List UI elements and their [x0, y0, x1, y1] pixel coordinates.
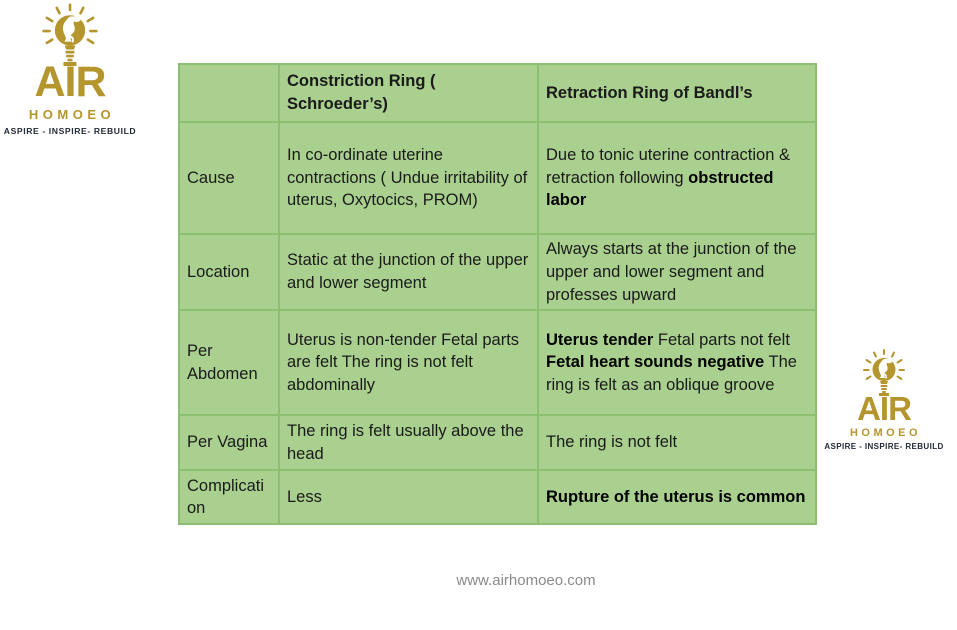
constriction-cell: Static at the junction of the upper and … [278, 232, 539, 312]
retraction-cell: The ring is not felt [537, 414, 817, 472]
logo-tagline-text: ASPIRE - INSPIRE- REBUILD [824, 442, 944, 452]
logo-air-homoeo-left: AIR HOMOEO ASPIRE - INSPIRE- REBUILD [4, 2, 136, 136]
retraction-cell: Rupture of the uterus is common [537, 469, 817, 526]
logo-name-text: HOMOEO [849, 427, 922, 440]
logo-brand-text: AIR [34, 58, 106, 106]
row-label-cell: Per Abdomen [178, 309, 280, 417]
comparison-table: Constriction Ring ( Schroeder’s) Retract… [178, 63, 817, 526]
header-constriction-cell: Constriction Ring ( Schroeder’s) [278, 63, 539, 123]
logo-air-homoeo-right: AIR HOMOEO ASPIRE - INSPIRE- REBUILD [824, 348, 943, 451]
constriction-cell: In co-ordinate uterine contractions ( Un… [278, 121, 539, 235]
constriction-cell: Less [278, 469, 539, 526]
i-macron-bar [879, 393, 889, 396]
lightbulb-icon [863, 349, 905, 393]
retraction-cell: Uterus tender Fetal parts not felt Fetal… [537, 309, 817, 417]
logo-name-text: HOMOEO [28, 106, 116, 122]
retraction-cell: Always starts at the junction of the upp… [537, 232, 817, 312]
retraction-cell: Due to tonic uterine contraction & retra… [537, 121, 817, 235]
logo-brand-text: AIR [857, 390, 912, 427]
lightbulb-icon [42, 3, 98, 62]
constriction-cell: The ring is felt usually above the head [278, 414, 539, 472]
row-label-cell: Location [178, 232, 280, 312]
logo-tagline-text: ASPIRE - INSPIRE- REBUILD [3, 125, 137, 136]
row-label-cell: Complication [178, 469, 280, 526]
constriction-cell: Uterus is non-tender Fetal parts are fel… [278, 309, 539, 417]
header-retraction-cell: Retraction Ring of Bandl’s [537, 63, 817, 123]
i-macron-bar [63, 62, 77, 66]
row-label-cell: Per Vagina [178, 414, 280, 472]
table-header-row: Constriction Ring ( Schroeder’s) Retract… [178, 63, 817, 123]
website-url: www.airhomoeo.com [456, 572, 596, 589]
row-label-cell: Cause [178, 121, 280, 235]
header-empty-cell [178, 63, 280, 123]
